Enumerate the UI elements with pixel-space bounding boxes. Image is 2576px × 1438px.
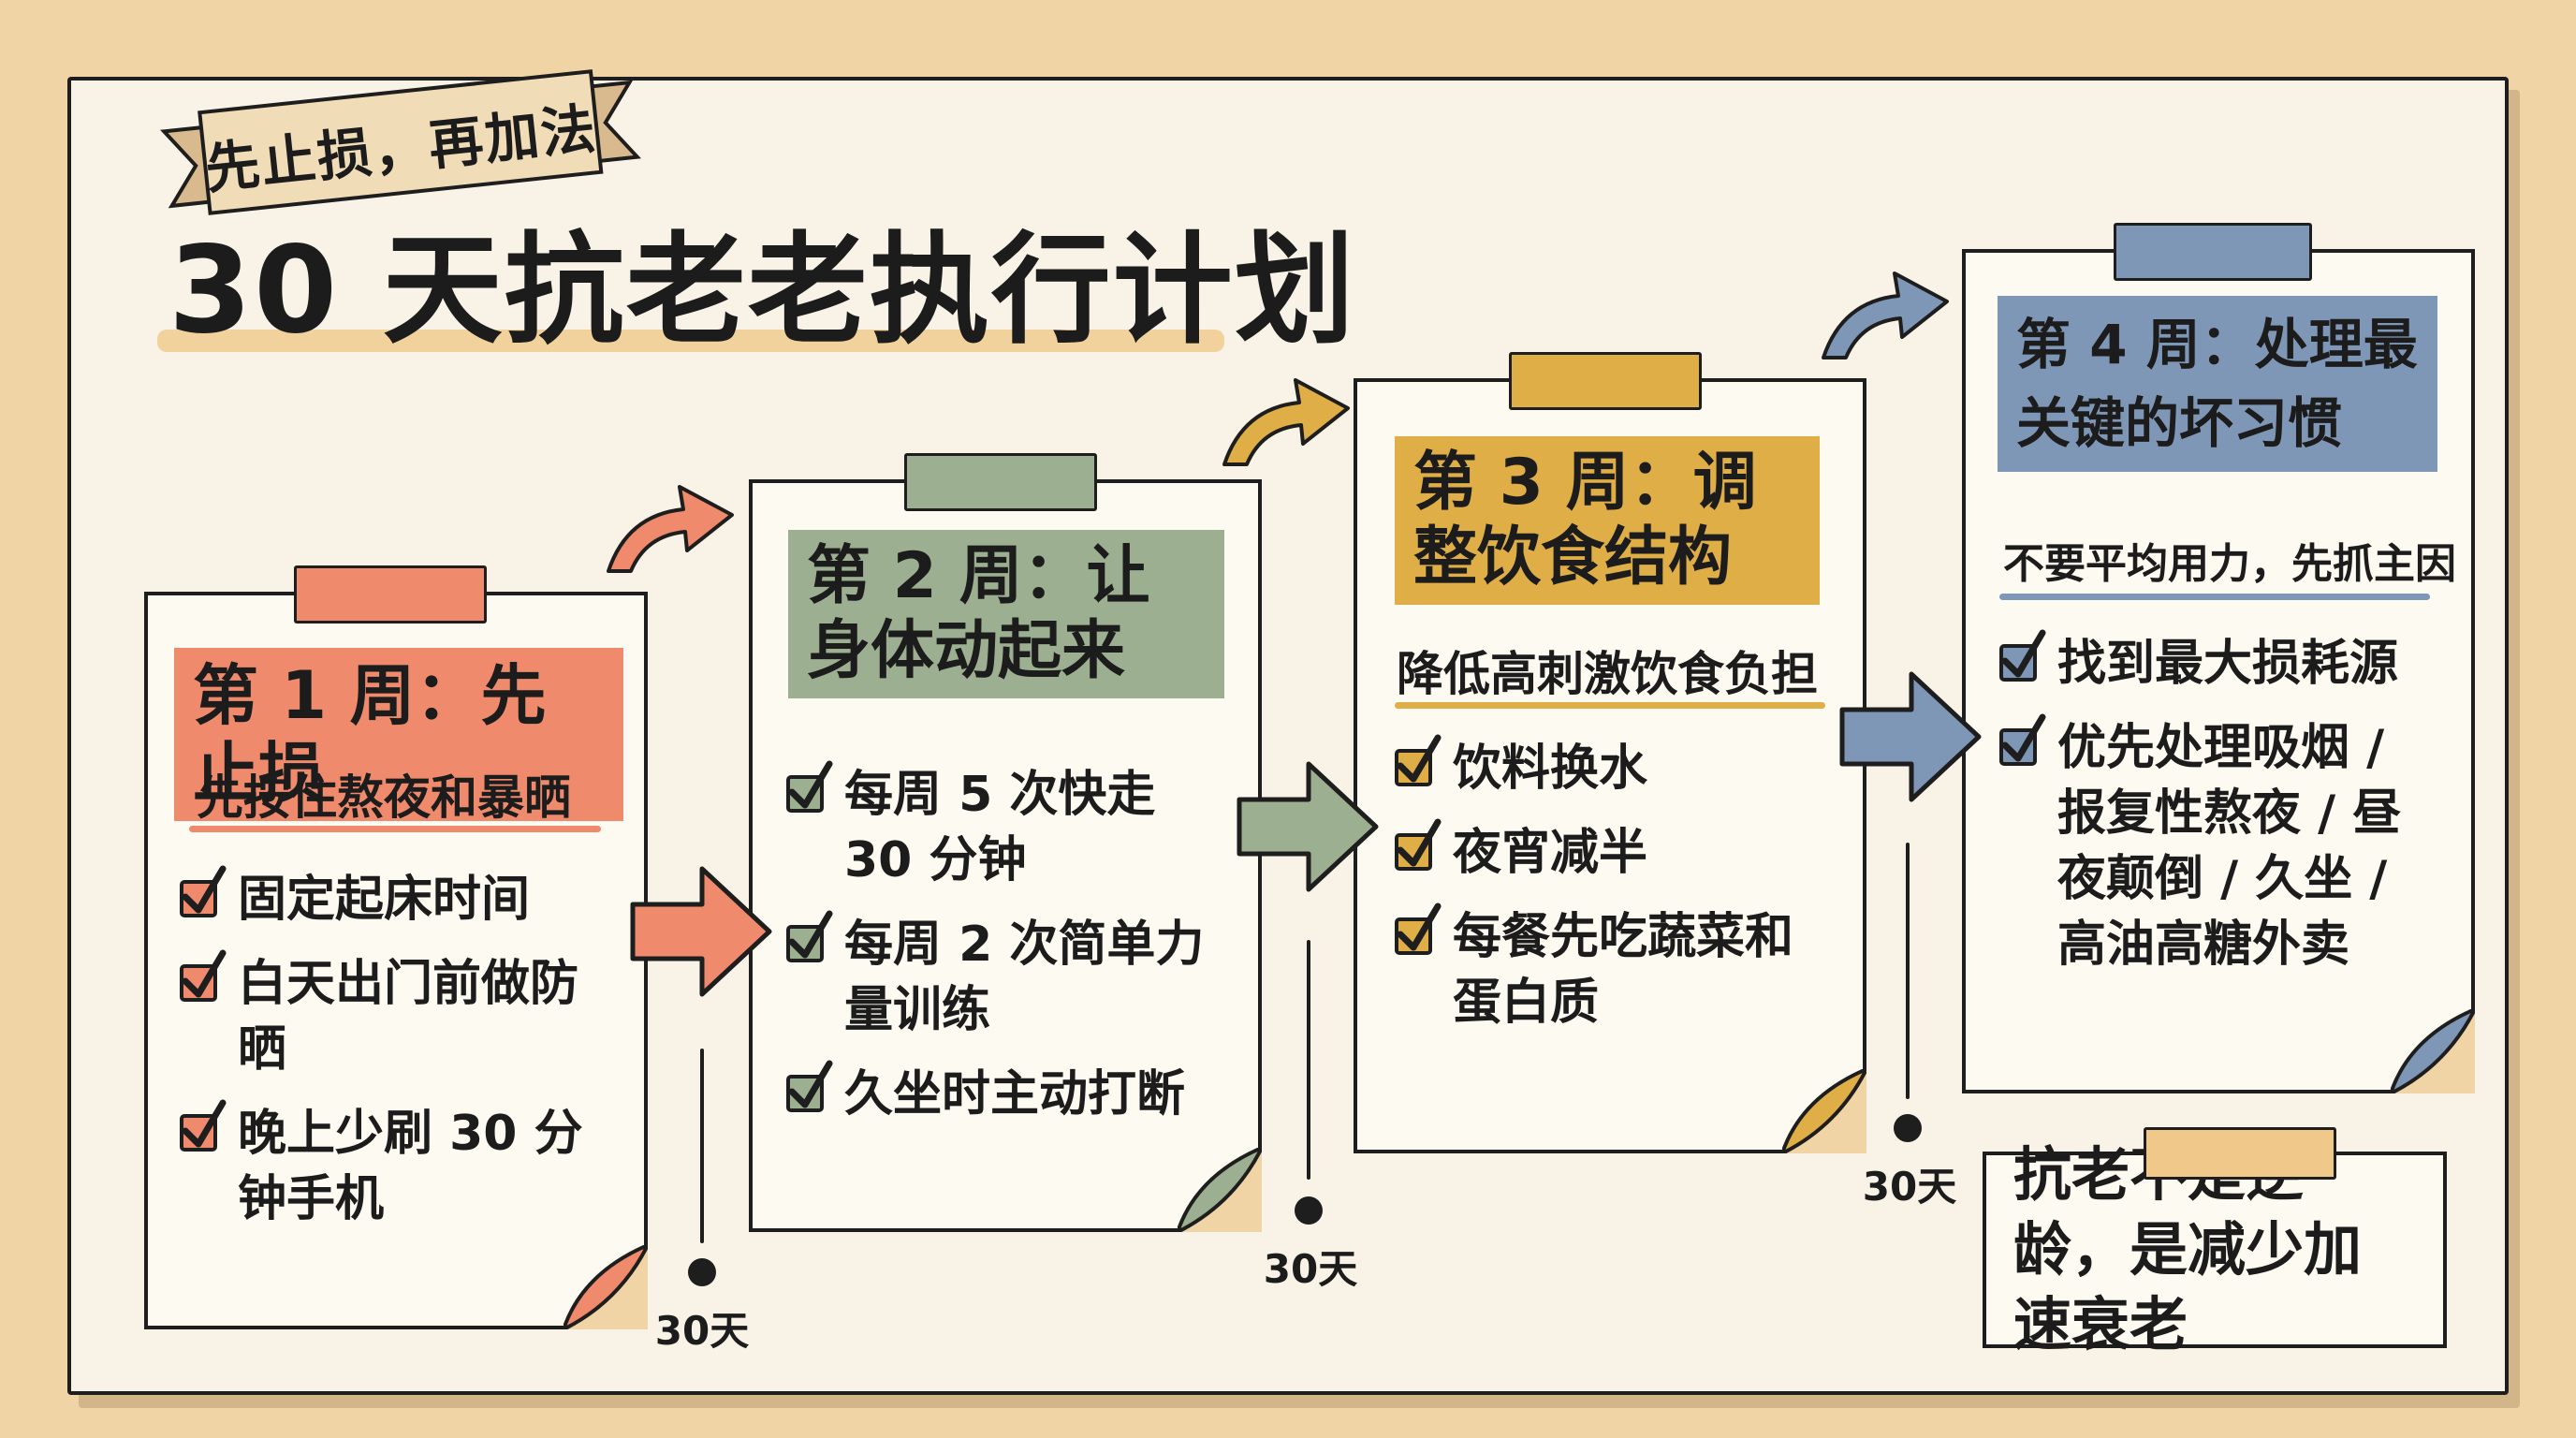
curved-arrow-icon [607,485,734,573]
week-1-card: 第 1 周：先止损 先按住熬夜和暴晒 固定起床时间 白天出门前做防晒 晚上少刷 … [144,565,659,1341]
week-4-checklist: 找到最大损耗源 优先处理吸烟 / 报复性熬夜 / 昼夜颠倒 / 久坐 / 高油高… [1999,629,2439,996]
week-2-item-text: 每周 2 次简单力量训练 [844,917,1205,1038]
timeline-connector [1906,843,1910,1099]
timeline-connector [1307,940,1310,1180]
week-1-item-text: 固定起床时间 [238,872,531,928]
checkbox-icon [1395,902,1442,955]
banner-ribbon-shape [160,69,641,215]
page-title: 30 天抗老老执行计划 [168,221,1356,360]
week-3-tape [1509,352,1702,410]
week-4-subtitle: 不要平均用力，先抓主因 [2003,540,2456,588]
title-highlight [157,330,1224,352]
arrow-right-icon [1839,671,1982,802]
week-2-item: 久坐时主动打断 [786,1060,1226,1127]
week-2-item-text: 每周 5 次快走 30 分钟 [844,767,1156,888]
checkbox-icon [180,949,227,1002]
week-3-subtitle: 降低高刺激饮食负担 [1397,647,1818,701]
week-3-item: 每餐先吃蔬菜和蛋白质 [1395,902,1835,1035]
week-1-title: 第 1 周：先止损 [174,648,623,822]
arrow-right-icon [1237,761,1379,892]
banner: 先止损，再加法 [152,53,650,235]
page-curl-icon [2391,1009,2475,1093]
week-1-item-text: 晚上少刷 30 分钟手机 [238,1106,583,1227]
conclusion-note: 抗老不是逆龄，是减少加速衰老 [1983,1140,2447,1358]
checkbox-icon [786,910,833,962]
week-1-subtitle: 先按住熬夜和暴晒 [197,770,571,825]
timeline-connector [700,1049,704,1243]
timeline-dot [688,1258,716,1286]
checkbox-icon [786,760,833,813]
week-3-subtitle-underline [1395,702,1825,709]
week-4-title: 第 4 周：处理最关键的坏习惯 [1998,296,2437,473]
week-1-subtitle-underline [189,826,601,832]
checkbox-icon [180,865,227,917]
page-curl-icon [564,1245,648,1329]
week-1-item: 固定起床时间 [180,865,610,932]
page-curl-icon [1178,1148,1262,1232]
week-2-duration: 30天 [1263,1246,1358,1292]
timeline-dot [1295,1196,1323,1225]
week-3-checklist: 饮料换水 夜宵减半 每餐先吃蔬菜和蛋白质 [1395,734,1835,1054]
week-1-item-text: 白天出门前做防晒 [238,956,579,1078]
week-3-item: 夜宵减半 [1395,818,1835,886]
arrow-right-icon [630,866,772,997]
checkbox-icon [786,1060,833,1112]
week-4-item: 优先处理吸烟 / 报复性熬夜 / 昼夜颠倒 / 久坐 / 高油高糖外卖 [1999,713,2439,977]
week-3-title: 第 3 周：调整饮食结构 [1395,436,1820,606]
week-3-item: 饮料换水 [1395,734,1835,801]
week-1-tape [294,565,487,624]
week-4-tape [2114,223,2312,281]
week-3-item-text: 每餐先吃蔬菜和蛋白质 [1453,909,1794,1031]
week-4-card: 第 4 周：处理最关键的坏习惯 不要平均用力，先抓主因 找到最大损耗源 优先处理… [1962,223,2486,1105]
checkbox-icon [1999,629,2046,682]
curved-arrow-icon [1222,378,1350,466]
week-4-subtitle-underline [1999,594,2430,600]
week-1-item: 晚上少刷 30 分钟手机 [180,1099,610,1232]
week-2-item: 每周 5 次快走 30 分钟 [786,760,1226,893]
week-4-item-text: 找到最大损耗源 [2057,636,2399,692]
checkbox-icon [1395,734,1442,786]
timeline-dot [1894,1114,1922,1142]
curved-arrow-icon [1822,271,1949,360]
week-1-duration: 30天 [654,1308,750,1354]
checkbox-icon [1999,713,2046,766]
week-4-item-text: 优先处理吸烟 / 报复性熬夜 / 昼夜颠倒 / 久坐 / 高油高糖外卖 [2057,720,2402,973]
week-2-item: 每周 2 次简单力量训练 [786,910,1226,1043]
week-2-tape [904,453,1097,511]
page-curl-icon [1782,1069,1866,1153]
week-3-item-text: 饮料换水 [1453,741,1648,797]
checkbox-icon [180,1099,227,1152]
week-4-item: 找到最大损耗源 [1999,629,2439,697]
week-2-card: 第 2 周：让身体动起来 每周 5 次快走 30 分钟 每周 2 次简单力量训练… [749,453,1273,1243]
checkbox-icon [1395,818,1442,871]
week-3-item-text: 夜宵减半 [1453,825,1648,881]
note-tape [2144,1127,2336,1180]
week-1-checklist: 固定起床时间 白天出门前做防晒 晚上少刷 30 分钟手机 [180,865,610,1251]
week-2-item-text: 久坐时主动打断 [844,1066,1186,1123]
week-2-title: 第 2 周：让身体动起来 [788,530,1224,699]
week-3-duration: 30天 [1862,1164,1957,1210]
week-1-item: 白天出门前做防晒 [180,949,610,1082]
week-2-checklist: 每周 5 次快走 30 分钟 每周 2 次简单力量训练 久坐时主动打断 [786,760,1226,1146]
week-3-card: 第 3 周：调整饮食结构 降低高刺激饮食负担 饮料换水 夜宵减半 每餐先吃蔬菜和… [1354,352,1878,1165]
